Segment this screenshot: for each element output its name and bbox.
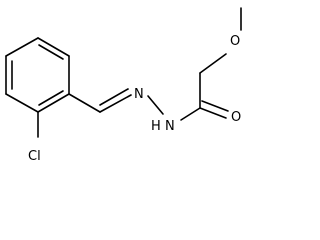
benzene-ring (5, 37, 70, 113)
carbonyl-oxygen-label: O (231, 110, 241, 125)
bond-carbonyl-c-o-1 (199, 107, 227, 119)
bond-n-n (147, 95, 164, 115)
imine-nitrogen-label: N (134, 87, 144, 102)
bond-carbonyl-c-o-2 (201, 100, 229, 112)
ether-oxygen-label: O (230, 34, 240, 49)
bond-n-carbonyl (180, 107, 201, 121)
bond-ring-inner-1 (38, 44, 64, 60)
bond-ch2-o (199, 53, 227, 74)
bond-ring-4 (5, 93, 39, 113)
bond-ring-ch (68, 93, 101, 113)
amide-hydrogen-label: H (151, 119, 161, 134)
chemical-structure: Cl N N H O O (5, 7, 242, 164)
bond-ring-inner-2 (38, 90, 64, 106)
bond-ch-n-1 (99, 94, 132, 113)
amide-nitrogen-label: N (165, 119, 175, 134)
chlorine-label: Cl (28, 149, 41, 164)
bond-ring-6 (5, 37, 39, 57)
bond-ring-3 (37, 93, 70, 113)
bond-ch-n-2 (99, 88, 129, 106)
bond-ring-1 (37, 37, 70, 57)
